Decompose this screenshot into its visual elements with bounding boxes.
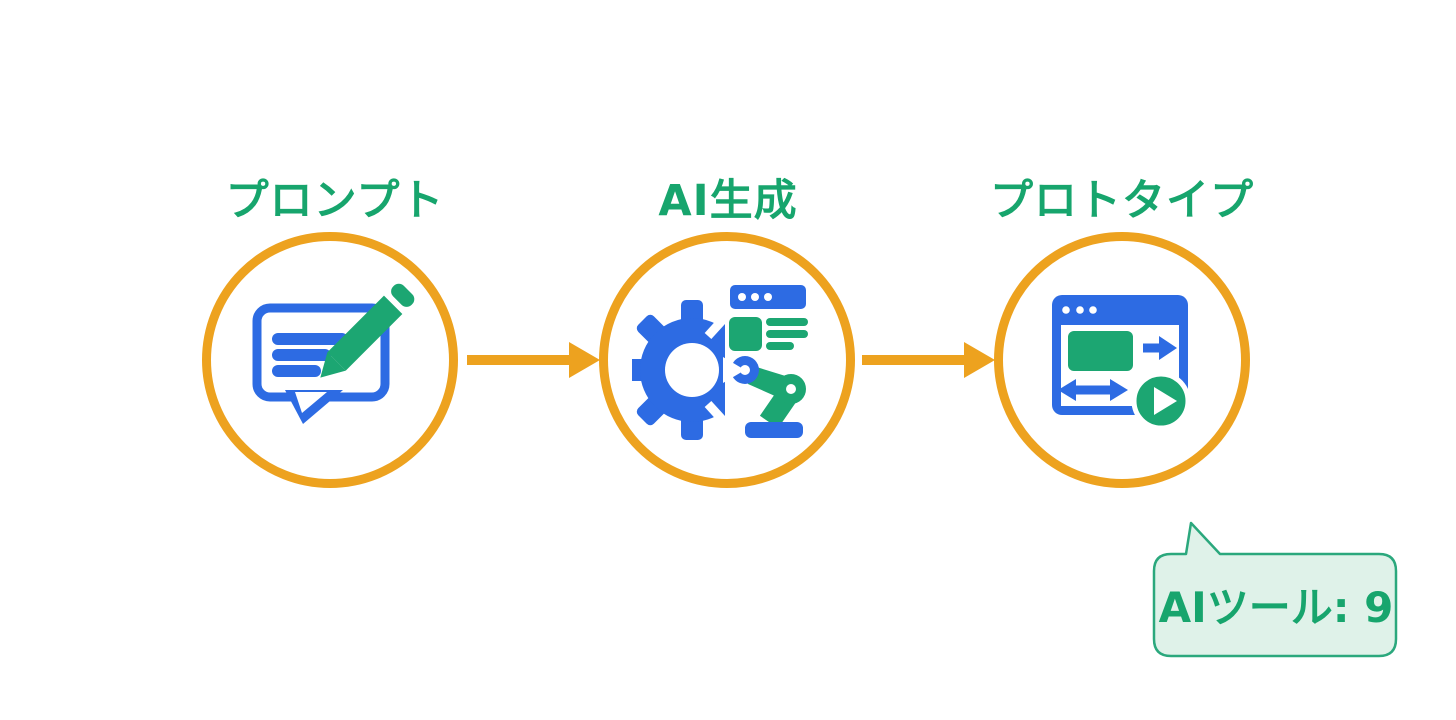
step-circle-ai-generate	[599, 232, 855, 488]
step-label-prototype: プロトタイプ	[990, 176, 1254, 226]
robot-arm	[723, 356, 806, 438]
gear-robot-arm-icon	[632, 285, 808, 440]
flow-arrow-2	[862, 342, 995, 378]
step-label-prompt: プロンプト	[225, 176, 445, 226]
play-button	[1131, 371, 1191, 431]
callout-label: AIツール: 9	[1158, 582, 1394, 632]
pencil	[320, 283, 415, 378]
flow-arrow-1	[467, 342, 600, 378]
move-arrows	[1073, 343, 1160, 395]
chat-message-pencil-icon	[252, 283, 415, 424]
browser-prototype-play-icon	[1052, 295, 1191, 431]
gear	[632, 300, 725, 440]
callout-bubble	[1152, 521, 1398, 658]
generated-ui	[729, 285, 808, 351]
step-circle-prompt	[202, 232, 458, 488]
text-lines	[272, 333, 348, 377]
step-circle-prototype	[994, 232, 1250, 488]
step-label-ai-generate: AI生成	[658, 176, 798, 226]
